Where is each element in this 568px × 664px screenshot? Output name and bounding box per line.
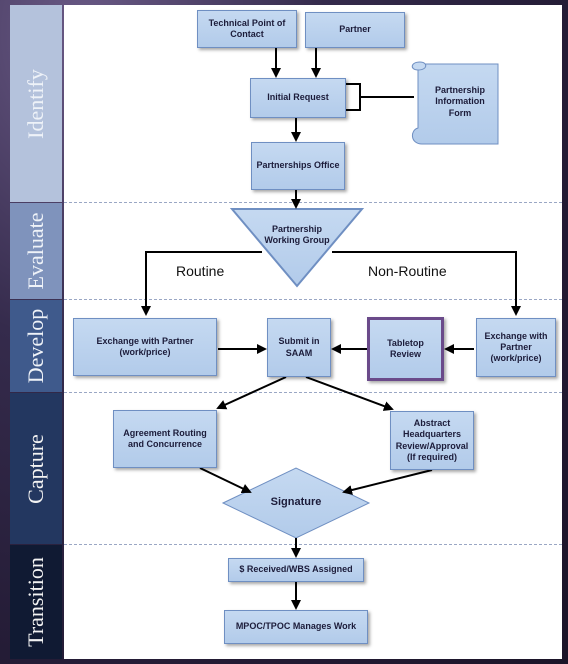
arrow-routine-branch [141, 251, 262, 316]
phase-band-capture: Capture [10, 393, 62, 544]
node-exchange-left: Exchange with Partner (work/price) [73, 318, 217, 376]
phase-separator [64, 392, 562, 393]
signature-diamond-shape [221, 467, 371, 539]
phase-band-transition: Transition [10, 545, 62, 659]
node-mpoc-manages: MPOC/TPOC Manages Work [224, 610, 368, 644]
node-submit-saam: Submit in SAAM [267, 318, 331, 377]
phase-band-evaluate: Evaluate [10, 203, 62, 299]
phase-separator [64, 202, 562, 203]
node-signature: Signature [270, 496, 322, 509]
arrow-submit-to-abstract [305, 376, 394, 411]
node-agreement-routing: Agreement Routing and Concurrence [113, 410, 217, 468]
node-exchange-right: Exchange with Partner (work/price) [476, 318, 556, 377]
phase-separator [64, 299, 562, 300]
working-group-triangle-shape [229, 208, 365, 288]
bracket-connector [346, 83, 414, 111]
arrow-routing-to-signature [199, 467, 252, 494]
scroll-curl [411, 61, 427, 71]
branch-label-non-routine: Non-Routine [368, 263, 447, 279]
node-initial-request: Initial Request [250, 78, 346, 118]
node-tabletop-review: Tabletop Review [367, 317, 444, 381]
branch-label-routine: Routine [176, 263, 225, 279]
node-partner: Partner [305, 12, 405, 48]
phase-band-develop: Develop [10, 300, 62, 392]
node-received-wbs: $ Received/WBS Assigned [228, 558, 364, 582]
node-info-form: Partnership Information Form [434, 85, 485, 118]
node-tpoc: Technical Point of Contact [197, 10, 297, 48]
node-partnerships-office: Partnerships Office [251, 142, 345, 190]
node-working-group: Partnership Working Group [264, 223, 330, 245]
arrow-non-routine-branch [332, 251, 521, 316]
phase-band-identify: Identify [10, 5, 62, 202]
phase-separator [64, 544, 562, 545]
arrow-abstract-to-signature [342, 469, 433, 495]
arrow-submit-to-routing [216, 376, 287, 410]
node-abstract-review: Abstract Headquarters Review/Approval (I… [390, 411, 474, 470]
